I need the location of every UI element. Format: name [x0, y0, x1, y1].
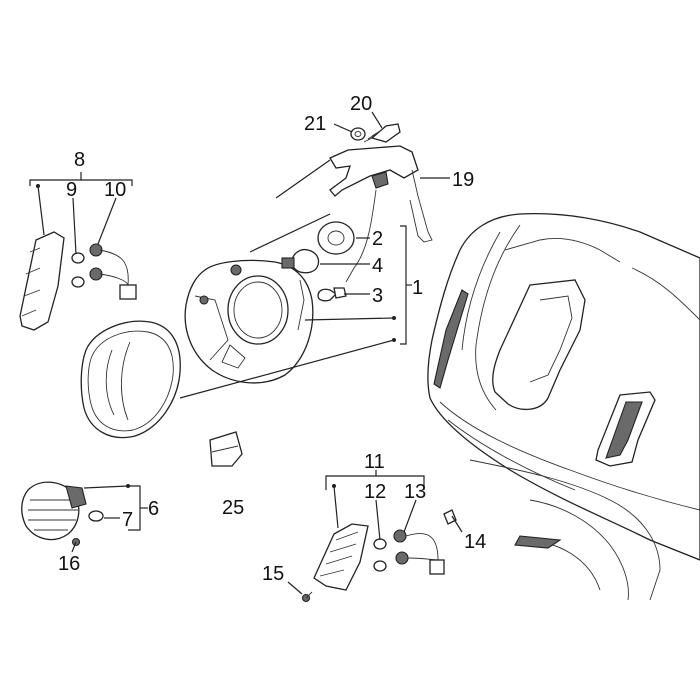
label-19: 19: [452, 169, 474, 191]
bolt: [363, 123, 401, 143]
label-11: 11: [364, 451, 385, 473]
screw-15: [301, 591, 313, 603]
label-3: 3: [372, 285, 383, 307]
label-20: 20: [350, 93, 372, 115]
leader-lines: [29, 111, 463, 595]
label-9: 9: [66, 179, 77, 201]
label-15: 15: [262, 563, 284, 585]
headlamp-housing: [184, 259, 314, 384]
rear-light: [21, 481, 104, 541]
label-2: 2: [372, 228, 383, 250]
clip-14: [443, 509, 457, 525]
label-21: 21: [304, 113, 326, 135]
label-4: 4: [372, 255, 383, 277]
label-8: 8: [74, 149, 85, 171]
label-7: 7: [122, 509, 133, 531]
left-indicator-lens: [19, 231, 65, 331]
part-25: [209, 431, 243, 467]
dust-cover: [317, 221, 355, 255]
label-10: 10: [104, 179, 126, 201]
left-indicator-bulbs: [71, 243, 137, 300]
part-number-labels: 1 2 3 4 6 7 8 9 10 11 12 13 14 15 16 19 …: [58, 93, 486, 585]
label-14: 14: [464, 531, 486, 553]
label-25: 25: [222, 497, 244, 519]
right-indicator-bulbs: [373, 529, 445, 575]
label-16: 16: [58, 553, 80, 575]
headlamp-bulb: [281, 248, 320, 274]
headlamp-lens: [80, 320, 181, 439]
parking-bulb: [317, 287, 347, 302]
label-1: 1: [412, 277, 423, 299]
label-13: 13: [404, 481, 426, 503]
scooter-front-shield: [427, 213, 700, 601]
washer: [350, 127, 366, 141]
label-12: 12: [364, 481, 386, 503]
right-indicator-lens: [313, 523, 369, 591]
label-6: 6: [148, 498, 159, 520]
